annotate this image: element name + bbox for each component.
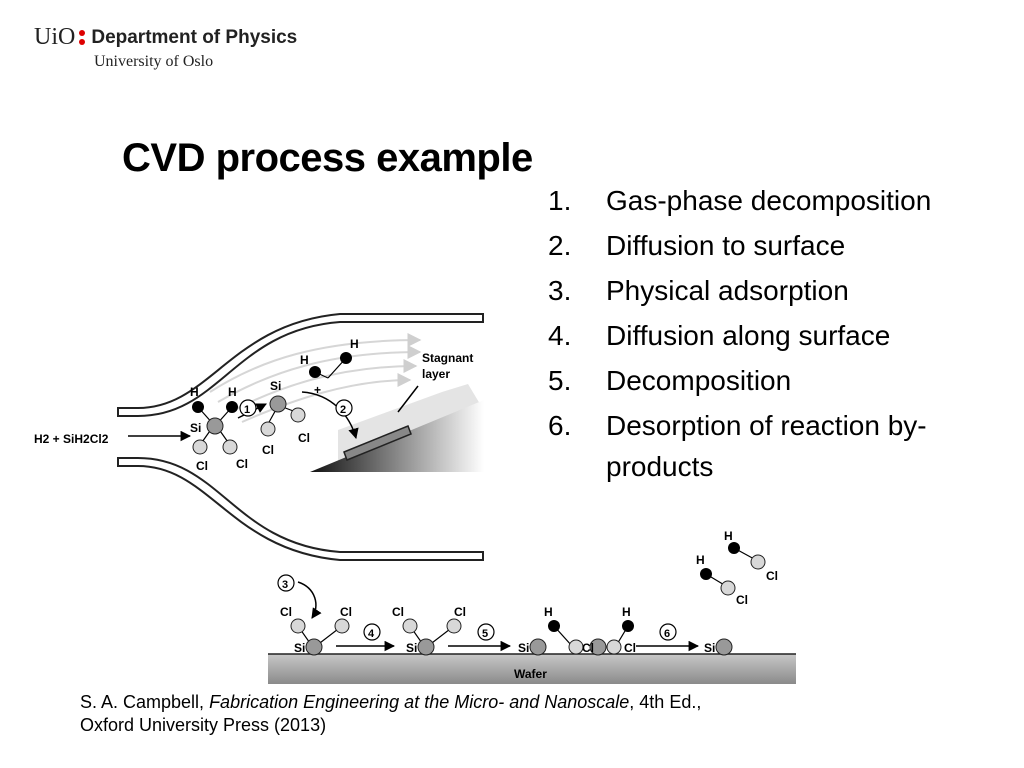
atom-label: Si <box>270 379 281 393</box>
logo-dots-icon <box>79 30 86 45</box>
atom-label: Cl <box>766 569 778 583</box>
atom-label: Cl <box>582 641 594 655</box>
atom-label: Si <box>704 641 715 655</box>
diffused-sicl2 <box>402 618 462 656</box>
department-name: Department of Physics <box>91 26 298 48</box>
step-item: 2. Diffusion to surface <box>548 225 988 266</box>
step-number: 5. <box>548 365 572 396</box>
stagnant-label: Stagnant <box>422 351 473 365</box>
atom-label: Cl <box>340 605 352 619</box>
citation-book-title: Fabrication Engineering at the Micro- an… <box>209 692 630 712</box>
step-text: Gas-phase decomposition <box>606 185 932 216</box>
inlet-label: H2 + SiH2Cl2 <box>34 432 109 446</box>
step-text: Desorption of reaction by-products <box>606 410 927 482</box>
logo-uio-text: UiO <box>34 24 76 50</box>
reactor-tube <box>117 313 484 561</box>
step-number: 6. <box>548 410 572 441</box>
silicon-dichloride-molecule <box>260 395 306 437</box>
atom-label: Si <box>406 641 417 655</box>
step-item: 4. Diffusion along surface <box>548 315 988 356</box>
process-steps-list: 1. Gas-phase decomposition 2. Diffusion to… <box>548 180 988 491</box>
decomposed-species <box>529 620 634 656</box>
citation-edition: , 4th Ed., <box>629 692 702 712</box>
wafer-label: Wafer <box>514 667 547 681</box>
wafer-substrate <box>310 384 484 472</box>
step-text: Diffusion along surface <box>606 320 891 351</box>
citation: S. A. Campbell, Fabrication Engineering … <box>80 691 820 737</box>
step-1-number: 1 <box>244 404 250 416</box>
step-3-number: 3 <box>282 579 288 591</box>
step-item: 6. Desorption of reaction by-products <box>548 405 988 487</box>
slide-title: CVD process example <box>122 136 533 180</box>
cvd-diagram: Stagnant layer H2 + SiH2Cl2 H H Si Cl Cl… <box>34 313 796 684</box>
step-4-number: 4 <box>368 628 375 640</box>
step-item: 1. Gas-phase decomposition <box>548 180 988 221</box>
citation-author: S. A. Campbell, <box>80 692 210 712</box>
step-text: Diffusion to surface <box>606 230 846 261</box>
stagnant-label: layer <box>422 367 450 381</box>
citation-publisher: Oxford University Press (2013) <box>80 715 327 735</box>
step-number: 1. <box>548 185 572 216</box>
atom-label: Cl <box>280 605 292 619</box>
atom-label: Cl <box>454 605 466 619</box>
step-6-marker <box>659 623 677 641</box>
atom-label: H <box>300 353 309 367</box>
step-number: 2. <box>548 230 572 261</box>
atom-label: Cl <box>624 641 636 655</box>
atom-label: H <box>544 605 553 619</box>
step-number: 3. <box>548 275 572 306</box>
hydrogen-molecule <box>309 352 352 379</box>
adsorbed-sicl2 <box>290 618 350 656</box>
deposited-silicon <box>715 638 733 656</box>
atom-label: Si <box>190 421 201 435</box>
step-3-arrow <box>297 581 322 619</box>
atom-label: H <box>622 605 631 619</box>
step-5-number: 5 <box>482 628 488 640</box>
atom-label: H <box>724 529 733 543</box>
step-1-marker <box>239 399 257 417</box>
atom-label: Cl <box>262 443 274 457</box>
step-5-marker <box>477 623 495 641</box>
desorbed-hcl <box>700 542 766 596</box>
atom-label: H <box>190 385 199 399</box>
atom-label: Cl <box>196 459 208 473</box>
atom-label: Cl <box>236 457 248 471</box>
wafer-surface <box>268 654 796 684</box>
step-text: Physical adsorption <box>606 275 849 306</box>
atom-label: Si <box>294 641 305 655</box>
step-3-marker <box>277 574 295 592</box>
dichlorosilane-molecule <box>192 401 238 455</box>
step-item: 3. Physical adsorption <box>548 270 988 311</box>
step-2-number: 2 <box>340 404 346 416</box>
atom-label: H <box>228 385 237 399</box>
university-name: University of Oslo <box>94 53 214 70</box>
atom-label: H <box>350 337 359 351</box>
step-6-number: 6 <box>664 628 670 640</box>
atom-label: Cl <box>736 593 748 607</box>
step-item: 5. Decomposition <box>548 360 988 401</box>
step-number: 4. <box>548 320 572 351</box>
atom-label: Cl <box>298 431 310 445</box>
flow-streamlines <box>209 333 422 423</box>
step-2-marker <box>335 399 353 417</box>
uio-logo: UiO Department of Physics University of … <box>34 24 297 71</box>
atom-label: Cl <box>392 605 404 619</box>
step-4-marker <box>363 623 381 641</box>
plus-sign: + <box>314 383 321 397</box>
atom-label: H <box>696 553 705 567</box>
step-text: Decomposition <box>606 365 792 396</box>
atom-label: Si <box>518 641 529 655</box>
